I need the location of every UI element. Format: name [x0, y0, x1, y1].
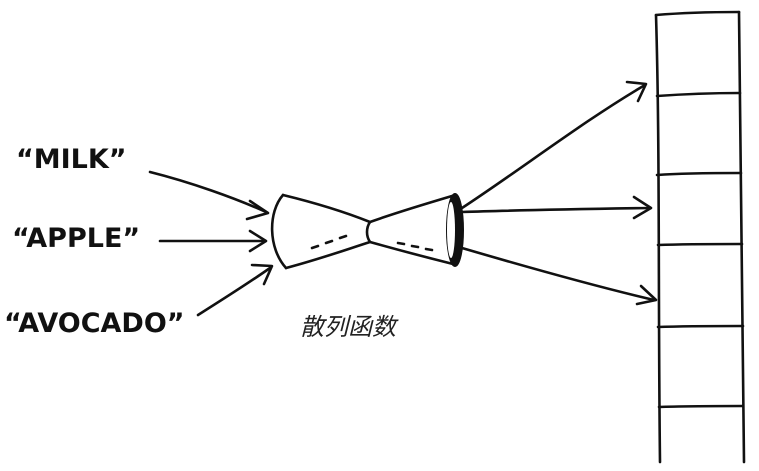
output-arrow-middle — [460, 195, 653, 220]
caption-hash-function: 散列函数 — [300, 313, 399, 341]
input-arrow-avocado — [196, 263, 274, 317]
output-arrow-bottom — [460, 246, 658, 306]
output-arrow-top — [460, 80, 648, 210]
input-label-avocado: “AVOCADO” — [4, 308, 185, 339]
input-arrow-apple — [158, 229, 268, 253]
input-label-apple: “APPLE” — [12, 223, 140, 254]
input-arrow-milk — [148, 170, 270, 221]
input-label-milk: “MILK” — [16, 144, 127, 175]
hash-function-funnel-icon — [270, 193, 464, 270]
array-column-icon — [654, 10, 746, 464]
